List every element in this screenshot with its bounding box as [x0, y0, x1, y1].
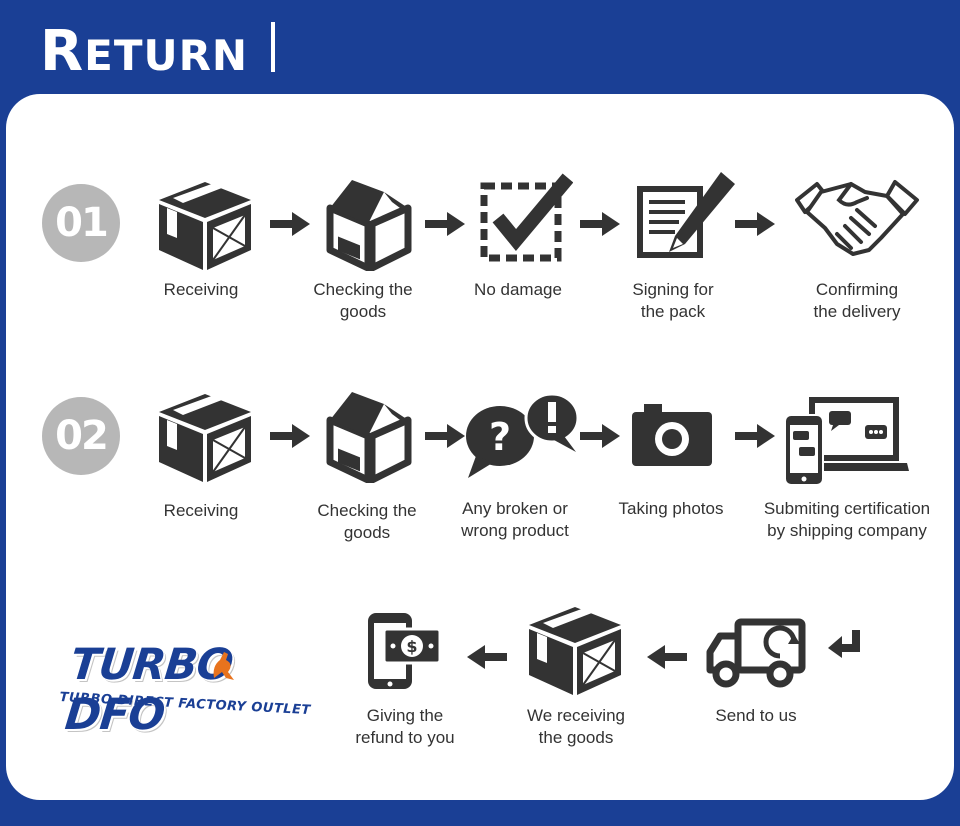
step-badge-01: 01: [42, 184, 120, 262]
question-exclamation-icon: ?: [466, 392, 580, 478]
box-icon: [159, 182, 251, 270]
camera-icon: [632, 404, 712, 466]
logo-wordmark: TURBO DFO: [62, 640, 235, 740]
step-label: Receiving: [163, 280, 239, 299]
step-label: No damage: [474, 280, 562, 299]
open-box-icon: [326, 392, 412, 483]
arrow-right-icon: [580, 424, 620, 448]
phone-money-icon: $: [368, 613, 442, 689]
page-title: RETURN: [40, 24, 248, 84]
open-box-icon: [326, 180, 412, 271]
svg-text:$: $: [406, 637, 417, 656]
brand-logo: TURBO DFO TURBO DIRECT FACTORY OUTLET: [59, 640, 330, 740]
arrow-left-icon: [467, 645, 507, 669]
step-label: Send to us: [715, 706, 797, 725]
arrow-right-icon: [270, 424, 310, 448]
step-label: Receiving: [163, 501, 239, 520]
devices-chat-icon: [785, 397, 909, 486]
arrow-right-icon: [735, 424, 775, 448]
box-icon: [529, 607, 621, 695]
title-rest: ETURN: [84, 31, 249, 80]
title-initial: R: [40, 19, 85, 84]
kangaroo-icon: [213, 652, 234, 680]
step-label: Taking photos: [618, 499, 724, 518]
svg-text:?: ?: [489, 415, 511, 459]
box-icon: [159, 394, 251, 482]
header-bar: RETURN: [0, 0, 960, 100]
sign-document-icon: [637, 172, 735, 258]
arrow-right-icon: [270, 212, 310, 236]
truck-icon: [706, 618, 806, 688]
title-divider: [271, 22, 275, 72]
arrow-right-icon: [425, 212, 465, 236]
checkmark-icon: [480, 173, 573, 262]
return-arrow-icon: [828, 630, 860, 658]
arrow-left-icon: [647, 645, 687, 669]
arrow-right-icon: [425, 424, 465, 448]
arrow-right-icon: [735, 212, 775, 236]
handshake-icon: [795, 180, 919, 256]
step-badge-02: 02: [42, 397, 120, 475]
arrow-right-icon: [580, 212, 620, 236]
